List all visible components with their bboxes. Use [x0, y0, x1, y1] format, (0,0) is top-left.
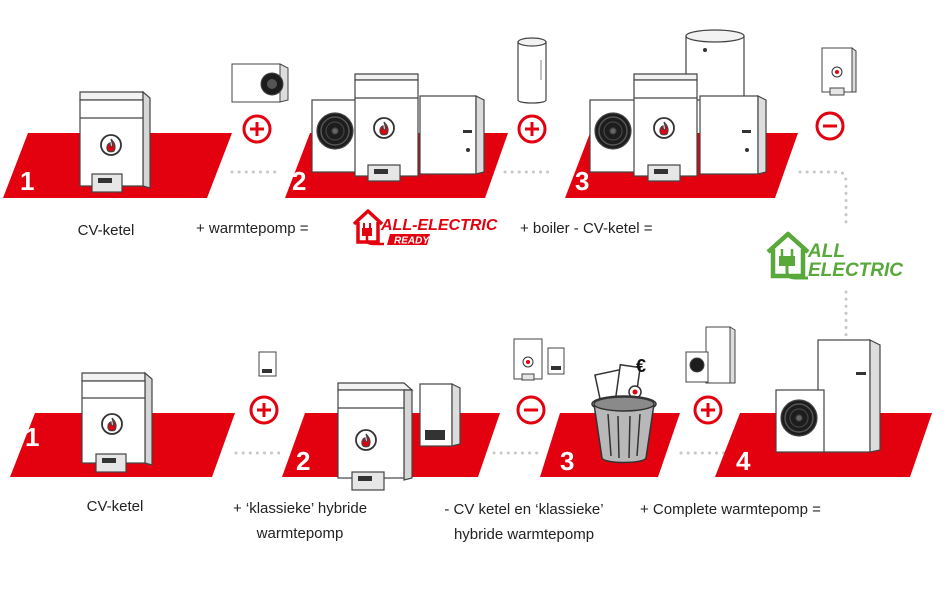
caption-bottom-4: + Complete warmtepomp =	[640, 501, 821, 518]
small-cv-ketel-top	[821, 47, 857, 96]
all-electric-logo: ALL ELECTRIC	[766, 231, 903, 281]
caption-top-2: + warmtepomp =	[196, 220, 309, 237]
small-cv-hybrid-bottom	[513, 338, 565, 381]
plus-icon	[249, 395, 279, 425]
plus-icon	[693, 395, 723, 425]
all-electric-ready-logo: ALL-ELECTRIC READY	[352, 209, 498, 247]
plus-icon	[242, 114, 272, 144]
small-heatpump-top-2	[231, 63, 289, 103]
small-complete-heatpump-bottom	[685, 326, 736, 384]
boiler-top	[517, 37, 547, 104]
euro-symbol: €	[636, 356, 647, 376]
caption-top-3: + boiler - CV-ketel =	[520, 220, 653, 237]
step-number-bottom-4: 4	[736, 446, 751, 476]
caption-top-1: CV-ketel	[77, 222, 135, 239]
trash-can-bottom-3	[591, 363, 657, 464]
heatpump-system-top-3	[589, 29, 767, 182]
caption-bottom-3-line1: - CV ketel en ‘klassieke’	[444, 501, 604, 518]
step-number-top-2: 2	[292, 166, 306, 196]
all-electric-line2: ELECTRIC	[808, 260, 903, 281]
minus-icon	[815, 111, 845, 141]
cv-ketel-top-1	[79, 90, 151, 193]
plus-icon	[517, 114, 547, 144]
step-number-bottom-2: 2	[296, 446, 310, 476]
all-electric-line1: ALL	[807, 241, 845, 262]
ready-badge-line2: READY	[394, 236, 430, 247]
caption-bottom-3-line2: hybride warmtepomp	[453, 526, 595, 543]
minus-icon	[516, 395, 546, 425]
step-number-bottom-3: 3	[560, 446, 574, 476]
step-number-top-1: 1	[20, 166, 34, 196]
caption-bottom-2-line1: + ‘klassieke’ hybride	[232, 500, 368, 517]
step-number-bottom-1: 1	[25, 422, 39, 452]
caption-bottom-2-line2: warmtepomp	[256, 525, 344, 542]
cv-ketel-bottom-1	[81, 371, 153, 473]
cv-hybrid-bottom-2	[337, 382, 461, 491]
caption-bottom-1: CV-ketel	[86, 498, 144, 515]
ready-badge-line1: ALL-ELECTRIC	[380, 217, 498, 234]
step-number-top-3: 3	[575, 166, 589, 196]
small-hybrid-bottom	[258, 351, 277, 377]
heatpump-system-top-2	[311, 73, 485, 182]
complete-heatpump-bottom-4	[775, 339, 881, 453]
